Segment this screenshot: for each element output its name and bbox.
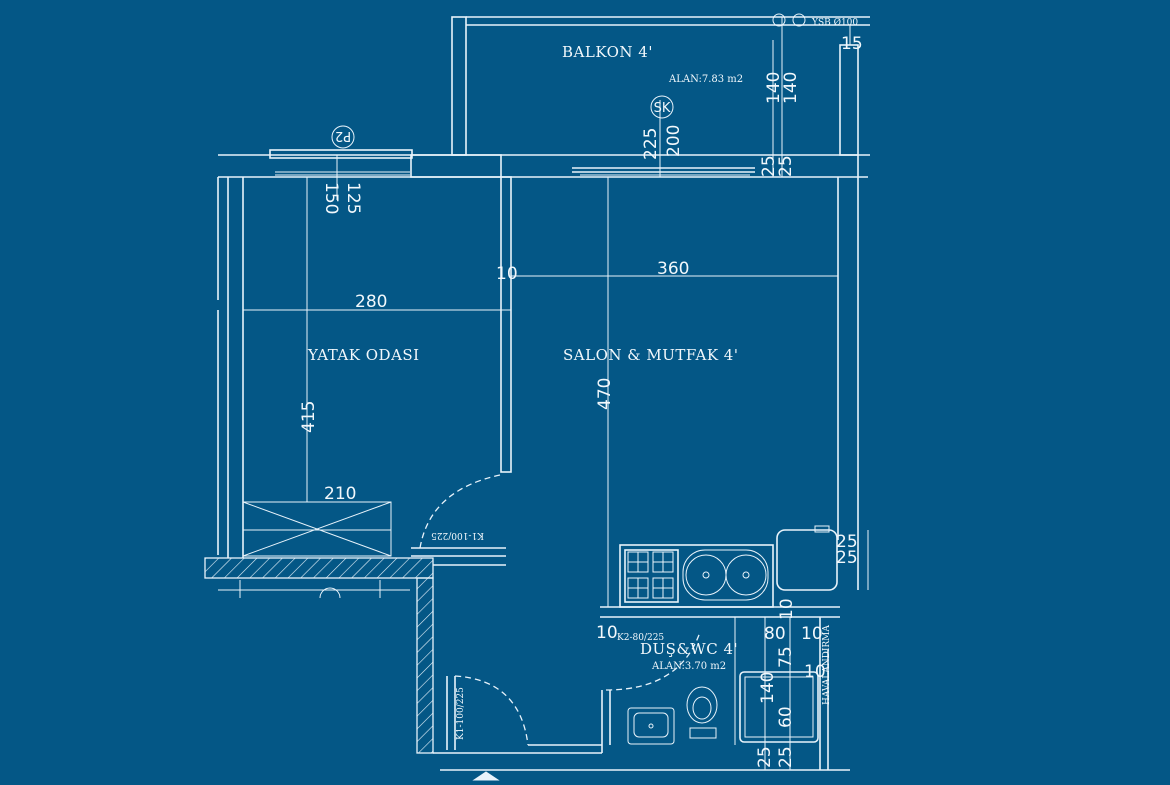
dim-140-b: 140 — [781, 72, 801, 104]
dim-415: 415 — [299, 401, 319, 433]
k1-door-tag-side: K1-100/225 — [456, 687, 466, 740]
dim-360: 360 — [657, 259, 689, 279]
entry-door — [433, 675, 850, 781]
havalandirma-label: HAVALANDIRMA — [822, 625, 832, 705]
dim-470: 470 — [595, 378, 615, 410]
dim-225: 225 — [641, 128, 661, 160]
dim-200: 200 — [664, 125, 684, 157]
dim-25-b: 25 — [776, 155, 796, 177]
dim-80: 80 — [764, 624, 786, 644]
bathroom — [601, 617, 829, 770]
p2-tag: P2 — [335, 128, 351, 143]
dim-25-c: 25 — [836, 532, 858, 552]
dim-75: 75 — [776, 646, 796, 668]
dim-25-d: 25 — [836, 548, 858, 568]
dim-150: 150 — [321, 182, 341, 214]
dim-15: 15 — [841, 34, 863, 54]
p2-tag-circle — [331, 125, 355, 149]
dim-10-a: 10 — [496, 264, 518, 284]
shower-tray — [739, 671, 819, 743]
cooktop — [627, 551, 674, 599]
sk-tag-circle — [650, 95, 674, 119]
wardrobe — [242, 501, 392, 557]
balcony-right-wall — [839, 44, 859, 156]
dim-60: 60 — [776, 706, 796, 728]
partition-wall — [500, 176, 512, 473]
k1-door-tag-top: K1-100/225 — [431, 530, 484, 540]
dim-125: 125 — [343, 182, 363, 214]
dim-280: 280 — [355, 292, 387, 312]
dim-25-a: 25 — [759, 155, 779, 177]
yatak-odasi-label: YATAK ODASI — [307, 346, 420, 364]
salon-mutfak-label: SALON & MUTFAK 4' — [563, 346, 738, 364]
west-wall — [217, 177, 244, 558]
bedroom-door — [411, 474, 506, 557]
dim-140-a: 140 — [764, 72, 784, 104]
balkon-label: BALKON 4' — [562, 43, 653, 61]
dimension-lines — [243, 17, 851, 607]
dus-wc-area: ALAN:3.70 m2 — [651, 661, 726, 672]
balcony-left-wall — [451, 16, 467, 156]
sink — [682, 549, 769, 601]
kitchen-counter — [600, 525, 869, 618]
dim-25-e: 25 — [755, 746, 775, 768]
dim-10-c: 10 — [596, 623, 618, 643]
dim-210: 210 — [324, 484, 356, 504]
dim-10-b: 10 — [777, 598, 797, 620]
ysb-label: YSB Ø100 — [811, 17, 858, 28]
ysb-pipe-icon — [772, 13, 786, 27]
dim-10-e: 10 — [804, 662, 826, 682]
toilet — [686, 686, 718, 739]
dim-140-c: 140 — [758, 672, 778, 704]
fridge — [776, 525, 838, 591]
dim-25-f: 25 — [776, 746, 796, 768]
north-wall — [218, 149, 868, 540]
hatched-wall — [204, 557, 506, 754]
dus-wc-label: DUŞ&WC 4' — [640, 640, 738, 658]
sk-tag: SK — [654, 101, 671, 116]
dim-10-d: 10 — [801, 624, 823, 644]
k2-door-tag: K2-80/225 — [617, 633, 664, 643]
balkon-area: ALAN:7.83 m2 — [668, 74, 743, 85]
washbasin — [627, 707, 675, 745]
